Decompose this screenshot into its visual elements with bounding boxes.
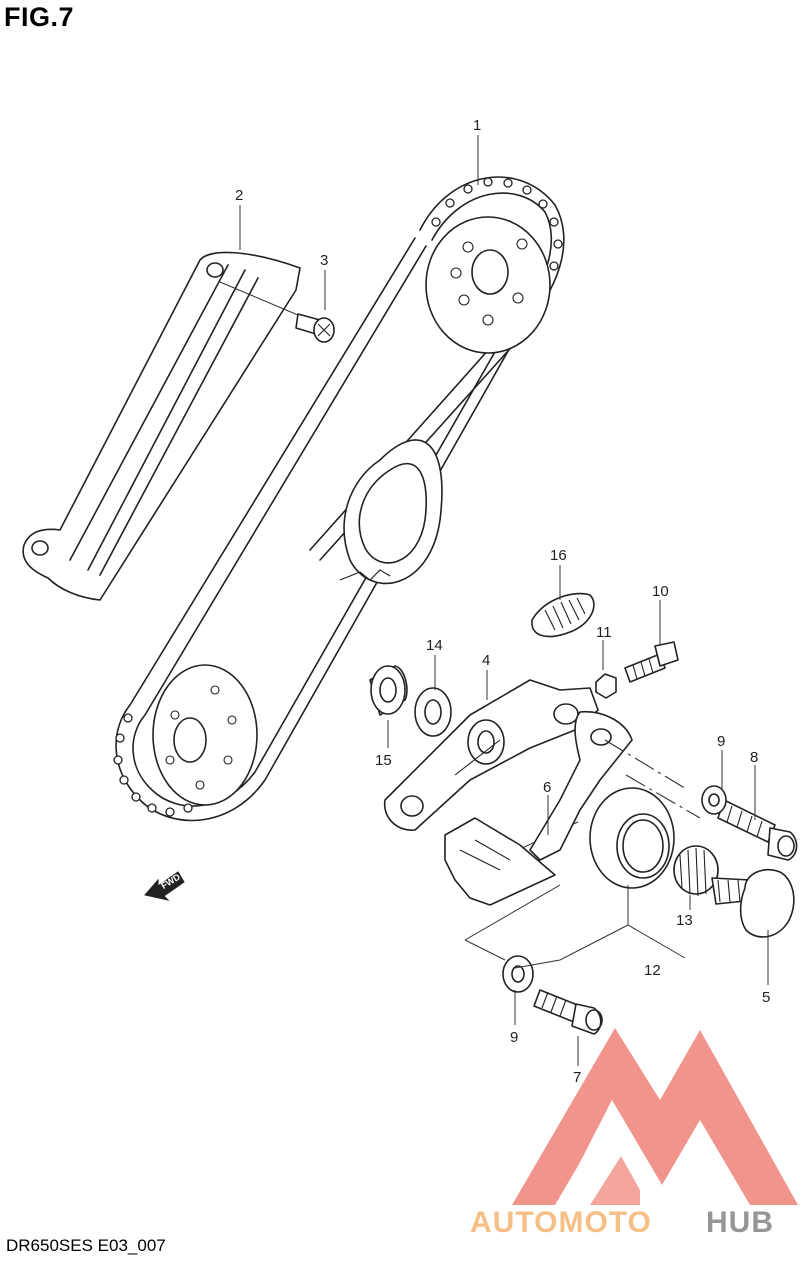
callout-14: 14 <box>426 637 443 654</box>
callout-7: 7 <box>573 1069 581 1086</box>
crank-sprocket-lower <box>152 664 258 806</box>
callout-4: 4 <box>482 652 490 669</box>
callout-15: 15 <box>375 752 392 769</box>
bolt-10 <box>624 641 679 683</box>
watermark-text-automoto: AUTOMOTO <box>470 1206 652 1239</box>
callout-11: 11 <box>596 624 612 641</box>
watermark-triangle-icon <box>512 1028 798 1205</box>
callout-12: 12 <box>644 962 661 979</box>
nut-11 <box>595 673 617 699</box>
cam-gear-middle <box>339 439 443 585</box>
callout-10: 10 <box>652 583 669 600</box>
callout-9-lower: 9 <box>510 1029 518 1046</box>
diagram-code: DR650SES E03_007 <box>6 1236 166 1255</box>
callout-8: 8 <box>750 749 758 766</box>
washer-14 <box>414 687 452 737</box>
callout-6: 6 <box>543 779 551 796</box>
leader-lines <box>239 135 769 1066</box>
callout-2: 2 <box>235 187 243 204</box>
tensioner-arm <box>383 679 599 831</box>
callout-1: 1 <box>473 117 481 134</box>
callout-5: 5 <box>762 989 770 1006</box>
callout-13: 13 <box>676 912 693 929</box>
chain-guide <box>22 251 301 601</box>
washer-9-upper <box>701 785 727 815</box>
bushing-15 <box>369 665 408 716</box>
washer-9-lower <box>502 955 534 993</box>
adjuster-plate <box>444 710 701 906</box>
guide-bolt <box>219 281 335 343</box>
cam-sprocket-upper <box>425 216 551 354</box>
adjuster-pin <box>673 845 719 897</box>
bolt-7 <box>533 989 603 1035</box>
bolt-8 <box>717 799 798 861</box>
callout-3: 3 <box>320 252 328 269</box>
tensioner-spring <box>531 592 595 638</box>
forward-direction-arrow: FWD <box>144 871 185 901</box>
figure-title: FIG.7 <box>4 2 75 32</box>
watermark-text-hub: HUB <box>706 1206 774 1239</box>
adjuster-cap <box>589 787 675 889</box>
callout-16: 16 <box>550 547 567 564</box>
watermark-logo: AUTOMOTO HUB <box>470 1028 798 1239</box>
callout-9-upper: 9 <box>717 733 725 750</box>
adjuster-knob <box>711 868 795 938</box>
callout-numbers: 1 2 3 4 5 6 7 8 9 9 10 11 12 13 14 15 16 <box>235 117 770 1086</box>
